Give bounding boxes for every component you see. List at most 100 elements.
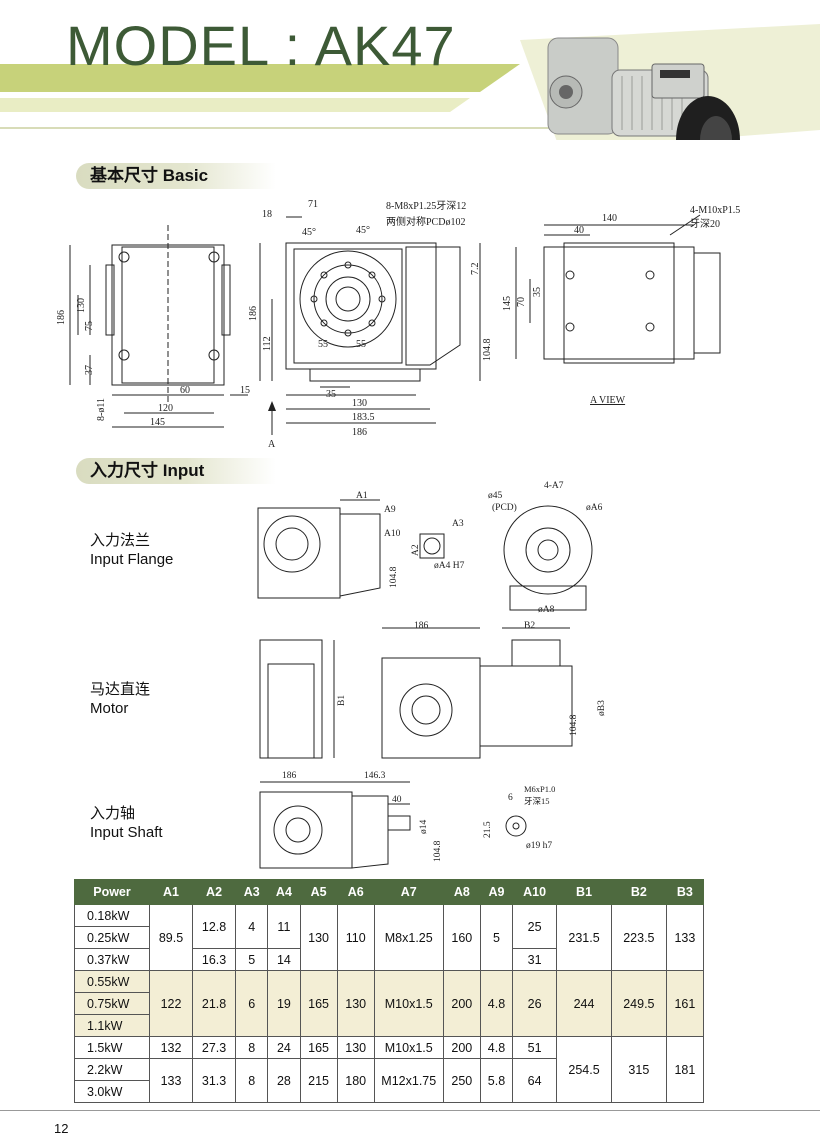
col-header: A10	[512, 879, 558, 905]
dim-label: 145	[502, 296, 513, 311]
col-header: A7	[373, 879, 444, 905]
dim-label: ø14	[419, 820, 429, 835]
col-header: B2	[610, 879, 667, 905]
page-title: MODEL : AK47	[66, 14, 456, 77]
table-row: 1.1kW	[74, 1014, 704, 1037]
cell-b1: 254.5	[556, 1036, 612, 1103]
col-header: B1	[556, 879, 612, 905]
cell-a8: 200	[442, 970, 481, 1037]
cell-b2: 249.5	[610, 970, 667, 1037]
dim-label: A3	[452, 519, 464, 529]
dim-label: øB3	[597, 700, 607, 716]
cell-a10: 64	[512, 1058, 558, 1103]
gearmotor-photo	[547, 37, 740, 140]
cell-a9: 4.8	[479, 1036, 514, 1059]
cell-a3: 8	[235, 1036, 269, 1059]
dim-label: 120	[158, 403, 173, 414]
dim-label: 4-A7	[544, 481, 564, 491]
cell-a3: 6	[235, 970, 269, 1037]
table-row: 0.25kW	[74, 926, 704, 949]
power-cell: 3.0kW	[74, 1080, 150, 1103]
dim-label: 104.8	[389, 566, 399, 588]
cell-a6: 130	[336, 1036, 375, 1059]
dim-label: 55	[318, 339, 328, 350]
cell-a9: 5.8	[479, 1058, 514, 1103]
cell-a3: 5	[235, 948, 269, 971]
table-row: 0.75kW	[74, 992, 704, 1015]
page-number: 12	[54, 1121, 69, 1136]
table-row: 1.5kW 132 27.3 8 24 165 130 M10x1.5 200 …	[74, 1036, 705, 1103]
dim-label: 6	[508, 793, 513, 803]
dim-label: 55	[356, 339, 366, 350]
dim-label: 186	[56, 310, 67, 325]
dim-label: M6xP1.0	[524, 784, 555, 794]
cell-a10: 51	[512, 1036, 558, 1059]
dim-label: A10	[384, 529, 401, 539]
table-header-row: Power A1 A2 A3 A4 A5 A6 A7 A8 A9 A10 B1 …	[74, 879, 705, 905]
dim-label: B2	[524, 621, 535, 631]
dim-label: A2	[411, 544, 421, 556]
section-basic-heading: 基本尺寸 Basic	[76, 163, 276, 189]
col-header: A4	[267, 879, 301, 905]
basic-dimension-drawing: 186 130 75 37 8-ø11 60 120 145 15 18	[56, 199, 740, 450]
cell-b3: 181	[665, 1036, 705, 1103]
cell-a4: 11	[267, 904, 301, 949]
col-header: A6	[336, 879, 375, 905]
dim-label: 146.3	[364, 771, 386, 781]
cell-a2: 21.8	[192, 970, 237, 1037]
power-cell: 0.25kW	[74, 926, 150, 949]
dim-label: A9	[384, 505, 396, 515]
cell-a7: M10x1.5	[373, 1036, 444, 1059]
cell-a1: 122	[148, 970, 194, 1037]
col-header: B3	[665, 879, 705, 905]
cell-a10: 26	[512, 970, 558, 1037]
cell-a3: 4	[235, 904, 269, 949]
dim-label: 104.8	[569, 714, 579, 736]
table-row: 0.18kW 89.5 12.8 4 11 130 110 M8x1.25 16…	[74, 904, 705, 971]
dim-label: øA8	[538, 605, 555, 615]
table-row: 0.55kW 122 21.8 6 19 165 130 M10x1.5 200…	[74, 970, 705, 1037]
dim-label: 45°	[356, 225, 370, 236]
cell-a8: 160	[442, 904, 481, 971]
col-header: A3	[235, 879, 269, 905]
dim-label: 112	[262, 336, 273, 351]
cell-a5: 130	[299, 904, 338, 971]
dim-label: (PCD)	[492, 502, 517, 513]
cell-a2: 16.3	[192, 948, 237, 971]
dim-label: 15	[240, 385, 250, 396]
cell-a1: 89.5	[148, 904, 194, 971]
cell-b3: 133	[665, 904, 705, 971]
cell-a9: 4.8	[479, 970, 514, 1037]
table-row: 3.0kW	[74, 1080, 704, 1103]
cell-b3: 161	[665, 970, 705, 1037]
cell-a1: 132	[148, 1036, 194, 1059]
dim-label: 37	[84, 365, 95, 375]
dim-label: 186	[282, 771, 297, 781]
cell-a6: 110	[336, 904, 375, 971]
power-cell: 0.75kW	[74, 992, 150, 1015]
dim-label: A	[268, 439, 276, 450]
dim-label: øA4 H7	[434, 561, 465, 571]
col-header: Power	[74, 879, 150, 905]
cell-a8: 250	[442, 1058, 481, 1103]
cell-a4: 14	[267, 948, 301, 971]
cell-a7: M12x1.75	[373, 1058, 444, 1103]
dim-label: 8-M8xP1.25牙深12	[386, 200, 466, 212]
dim-label: ø19 h7	[526, 841, 552, 851]
dim-label: 145	[150, 417, 165, 428]
cell-a10: 31	[512, 948, 558, 971]
dim-label: 4-M10xP1.5	[690, 205, 740, 216]
power-cell: 0.55kW	[74, 970, 150, 993]
cell-a6: 180	[336, 1058, 375, 1103]
spec-table: Power A1 A2 A3 A4 A5 A6 A7 A8 A9 A10 B1 …	[74, 879, 705, 1103]
view-label: A VIEW	[590, 395, 626, 406]
input-flange-en: Input Flange	[90, 551, 174, 568]
cell-b2: 223.5	[610, 904, 667, 971]
motor-en: Motor	[90, 700, 129, 717]
cell-a5: 165	[299, 970, 338, 1037]
dim-label: ø45	[488, 491, 503, 501]
cell-a5: 165	[299, 1036, 338, 1059]
cell-a6: 130	[336, 970, 375, 1037]
cell-a9: 5	[479, 904, 514, 971]
power-cell: 2.2kW	[74, 1058, 150, 1081]
